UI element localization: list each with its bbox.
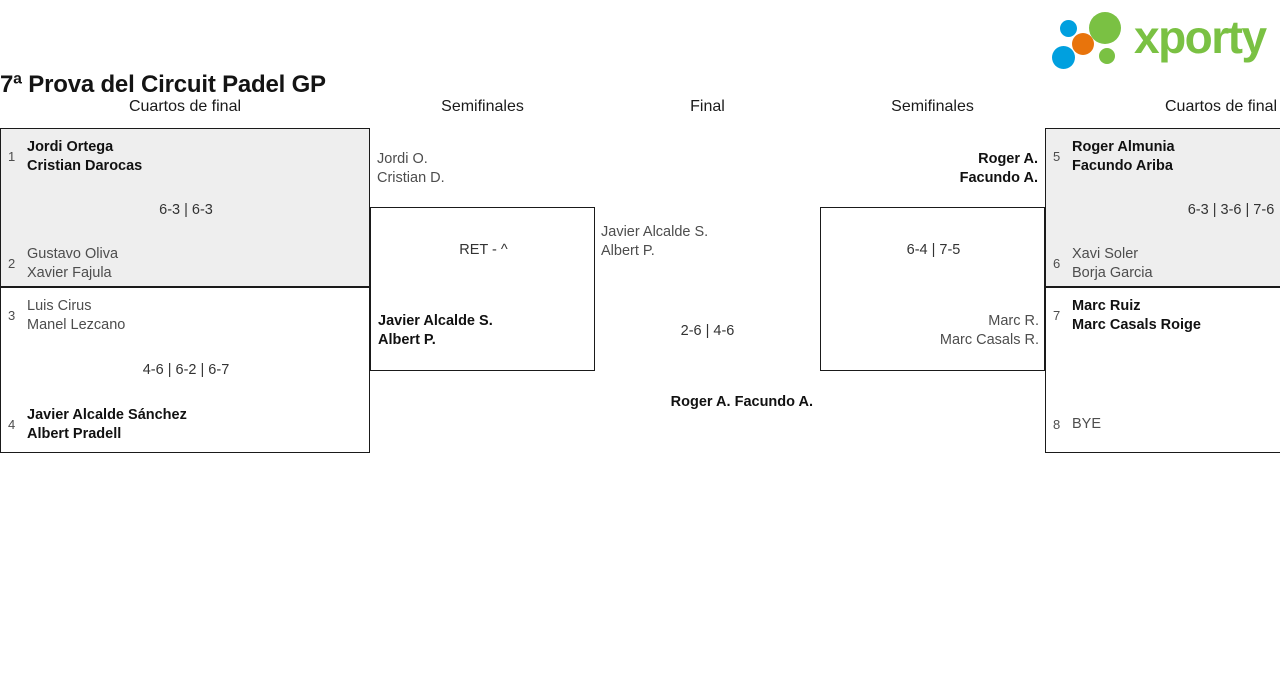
seed-number: 8 (1053, 417, 1061, 432)
team-entry[interactable]: Luis Cirus Manel Lezcano (27, 297, 125, 335)
seed-number: 3 (8, 308, 16, 323)
player-name: Javier Alcalde S. (601, 224, 709, 240)
logo-dot-orange (1072, 33, 1094, 55)
round-header-cuartos-right: Cuartos de final (1165, 98, 1278, 115)
player-name: Roger A. (670, 394, 731, 410)
logo-wordmark: xporty (1134, 11, 1267, 63)
match-qf-right-top[interactable]: 5 Roger Almunia Facundo Ariba 6-3 | 3-6 … (1045, 128, 1280, 287)
match-sf-left[interactable]: RET - ^ Javier Alcalde S. Albert P. (370, 207, 595, 371)
player-name: Facundo Ariba (1072, 158, 1173, 174)
seed-number: 5 (1053, 149, 1061, 164)
team-entry[interactable]: Marc Ruiz Marc Casals Roige (1072, 297, 1201, 335)
final-match-score: 2-6 | 4-6 (680, 323, 735, 339)
player-name: Xavi Soler (1072, 246, 1139, 262)
player-name: Javier Alcalde Sánchez (27, 407, 187, 423)
seed-number: 6 (1053, 256, 1061, 271)
logo-dot-green-small (1099, 48, 1115, 64)
team-entry[interactable]: Gustavo Oliva Xavier Fajula (27, 245, 118, 283)
round-header-semifinales-right: Semifinales (891, 98, 974, 115)
seed-number: 1 (8, 149, 16, 164)
player-name: Gustavo Oliva (27, 246, 119, 262)
player-name: Javier Alcalde S. (378, 313, 493, 329)
team-entry[interactable]: Marc R. Marc Casals R. (821, 312, 1039, 350)
match-score: RET - ^ (459, 242, 508, 258)
match-qf-left-top[interactable]: 1 Jordi Ortega Cristian Darocas 6-3 | 6-… (0, 128, 370, 287)
player-name: Cristian D. (377, 170, 445, 186)
player-name: Marc Ruiz (1072, 298, 1141, 314)
match-score: 4-6 | 6-2 | 6-7 (142, 362, 230, 378)
player-name: Xavier Fajula (27, 265, 112, 281)
player-name: Marc Casals R. (939, 332, 1039, 348)
player-name: Luis Cirus (27, 298, 92, 314)
player-name: Facundo A. (959, 170, 1038, 186)
sf-right-top-team[interactable]: Roger A. Facundo A. (820, 150, 1038, 188)
sf-left-top-team[interactable]: Jordi O. Cristian D. (377, 150, 445, 188)
match-qf-right-bottom[interactable]: 7 Marc Ruiz Marc Casals Roige 8 BYE (1045, 287, 1280, 453)
player-name: BYE (1072, 416, 1102, 432)
player-name: Jordi O. (377, 151, 428, 167)
player-name: Albert P. (601, 243, 655, 259)
player-name: Cristian Darocas (27, 158, 143, 174)
connector-left-sf-bottom (369, 370, 370, 453)
tournament-name: 7ª Prova del Circuit Padel GP (0, 71, 326, 98)
match-score: 6-3 | 3-6 | 7-6 (1187, 202, 1275, 218)
champion-team[interactable]: Roger A. Facundo A. (595, 393, 813, 412)
player-name: Facundo A. (734, 394, 813, 410)
logo-dot-blue-small (1060, 20, 1077, 37)
match-qf-left-bottom[interactable]: 3 Luis Cirus Manel Lezcano 4-6 | 6-2 | 6… (0, 287, 370, 453)
team-entry[interactable]: Xavi Soler Borja Garcia (1072, 245, 1153, 283)
player-name: Marc R. (988, 313, 1039, 329)
team-entry[interactable]: Jordi Ortega Cristian Darocas (27, 138, 142, 176)
seed-number: 7 (1053, 308, 1061, 323)
player-name: Marc Casals Roige (1072, 317, 1201, 333)
player-name: Roger A. (978, 151, 1038, 167)
logo-dot-green-large (1089, 12, 1121, 44)
match-score: 6-4 | 7-5 (906, 242, 961, 258)
round-header-final: Final (690, 98, 725, 115)
match-score: 6-3 | 6-3 (159, 202, 213, 218)
round-header-cuartos-left: Cuartos de final (128, 98, 242, 115)
seed-number: 4 (8, 417, 16, 432)
seed-number: 2 (8, 256, 16, 271)
round-header-semifinales-left: Semifinales (441, 98, 524, 115)
tournament-header: 7ª Prova del Circuit Padel GP 1era Mascu… (0, 0, 1280, 197)
player-name: Albert P. (378, 332, 436, 348)
team-entry[interactable]: Roger Almunia Facundo Ariba (1072, 138, 1175, 176)
xporty-logo[interactable]: xporty (1042, 8, 1272, 69)
connector-right-sf-bottom (1045, 370, 1046, 453)
player-name: Borja Garcia (1072, 265, 1153, 281)
player-name: Albert Pradell (27, 426, 122, 442)
logo-dot-blue-large (1052, 46, 1075, 69)
player-name: Manel Lezcano (27, 317, 126, 333)
match-sf-right[interactable]: 6-4 | 7-5 Marc R. Marc Casals R. (820, 207, 1045, 371)
player-name: Jordi Ortega (27, 139, 114, 155)
final-left-team[interactable]: Javier Alcalde S. Albert P. (601, 223, 708, 261)
team-entry[interactable]: Javier Alcalde Sánchez Albert Pradell (27, 406, 187, 444)
player-name: Roger Almunia (1072, 139, 1175, 155)
team-entry[interactable]: BYE (1072, 415, 1101, 434)
team-entry[interactable]: Javier Alcalde S. Albert P. (378, 312, 493, 350)
